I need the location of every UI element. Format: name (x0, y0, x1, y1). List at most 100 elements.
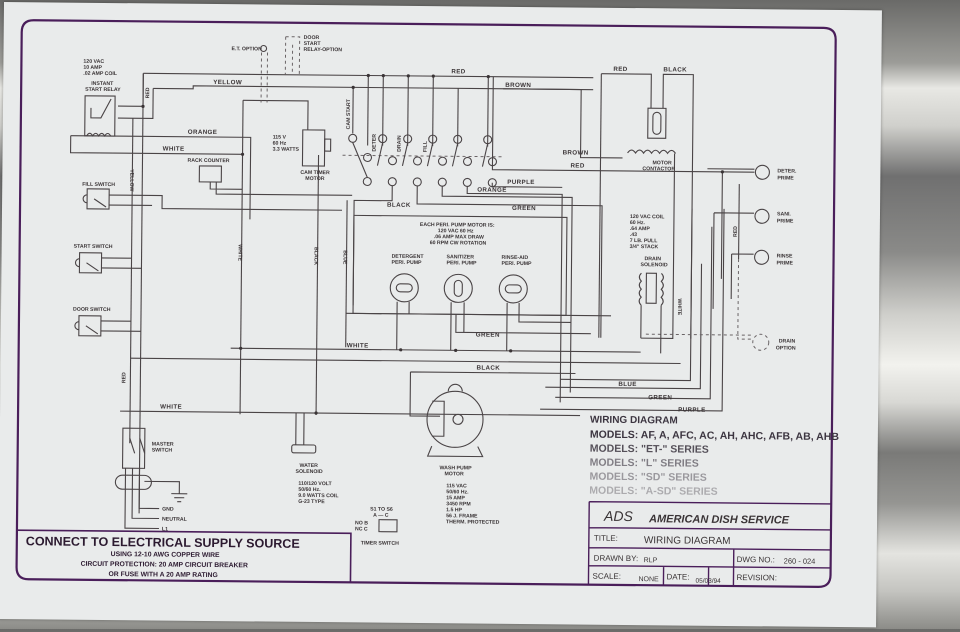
rack-counter-label: RACK COUNTER (187, 158, 229, 164)
models-line-3: MODELS: "L" SERIES (590, 457, 699, 470)
svg-text:PERI. PUMP: PERI. PUMP (446, 260, 477, 266)
rinse-prime: RINSE PRIME (754, 249, 794, 267)
dwg-value: 260 - 024 (784, 557, 816, 566)
svg-text:RINSE-AID: RINSE-AID (502, 255, 529, 261)
svg-text:PRIME: PRIME (777, 218, 794, 224)
svg-text:RINSE: RINSE (777, 253, 793, 259)
svg-text:A — C: A — C (373, 513, 389, 519)
svg-text:.64 AMP: .64 AMP (630, 226, 651, 232)
svg-text:3450 RPM: 3450 RPM (446, 501, 471, 507)
svg-text:INSTANT: INSTANT (91, 81, 114, 87)
et-option: E.T. OPTION (232, 44, 269, 103)
wire-label-black-low: BLACK (476, 365, 500, 372)
svg-text:60 Hz: 60 Hz (273, 141, 287, 147)
date-label: DATE: (666, 572, 689, 581)
svg-text:NO B: NO B (355, 520, 368, 526)
svg-text:9.0 WATTS COIL: 9.0 WATTS COIL (298, 493, 339, 499)
models-line-4: MODELS: "SD" SERIES (589, 471, 706, 484)
wire-label-black-vert: BLACK (312, 247, 318, 265)
wire-label-red-left: RED (145, 87, 151, 98)
svg-text:PERI. PUMP: PERI. PUMP (391, 260, 422, 266)
cam-timer-motor: 115 V 60 Hz 3.3 WATTS CAM TIMER MOTOR (273, 129, 332, 182)
models-line-5: MODELS: "A-SD" SERIES (589, 485, 717, 498)
svg-text:START RELAY: START RELAY (85, 87, 121, 93)
svg-text:E.T. OPTION: E.T. OPTION (232, 46, 263, 52)
wire-label-green-low: GREEN (476, 332, 500, 339)
svg-text:115 V: 115 V (273, 135, 287, 141)
fill-switch: FILL SWITCH (82, 182, 115, 210)
sanitizer-peri-pump: SANITIZER PERI. PUMP (443, 254, 477, 351)
door-switch: DOOR SWITCH (73, 307, 111, 337)
wire-label-orange-mid: ORANGE (477, 187, 507, 194)
wire-label-green-bottom: GREEN (648, 394, 672, 401)
start-switch: START SWITCH (74, 244, 113, 274)
wire-label-yellow-left: YELLOW (128, 169, 134, 191)
wire-label-red-top: RED (451, 68, 465, 75)
svg-text:120 VAC COIL: 120 VAC COIL (630, 214, 665, 220)
svg-text:SOLENOID: SOLENOID (640, 262, 667, 268)
wire-label-white-low: WHITE (347, 342, 369, 349)
drawn-value: RLP (644, 557, 658, 564)
svg-text:RELAY-OPTION: RELAY-OPTION (304, 47, 343, 53)
svg-text:MOTOR: MOTOR (305, 176, 325, 182)
detergent-peri-pump: DETERGENT PERI. PUMP (389, 254, 424, 350)
wire-label-red-vert-left: RED (121, 372, 127, 383)
deter-prime: DETER. PRIME (754, 164, 797, 182)
wire-label-red-vert-right: RED (733, 226, 739, 237)
svg-text:OPTION: OPTION (776, 345, 796, 351)
cam-label-drain: DRAIN (397, 135, 403, 152)
rack-counter (198, 165, 222, 183)
svg-text:NEUTRAL: NEUTRAL (162, 517, 188, 523)
models-line-1: MODELS: AF, A, AFC, AC, AH, AHC, AFB, AB… (590, 429, 840, 443)
wire-label-blue-vert: BLUE (341, 250, 347, 265)
svg-text:START: START (304, 41, 322, 47)
svg-text:G-23 TYPE: G-23 TYPE (298, 499, 325, 505)
wiring-diagram-sheet: RED YELLOW BROWN RED YELLOW ORANGE WHITE… (0, 2, 882, 628)
title-label: TITLE: (594, 534, 618, 543)
svg-text:1.5 HP: 1.5 HP (446, 507, 462, 513)
scale-label: SCALE: (592, 572, 621, 581)
svg-text:S1 TO S6: S1 TO S6 (370, 507, 393, 513)
company-name: AMERICAN DISH SERVICE (648, 513, 790, 526)
dwg-label: DWG NO.: (737, 555, 775, 564)
svg-text:DRAIN: DRAIN (645, 256, 662, 262)
svg-text:SANI.: SANI. (777, 211, 791, 217)
svg-text:EACH PERI. PUMP MOTOR IS:: EACH PERI. PUMP MOTOR IS: (420, 222, 495, 229)
models-line-2: MODELS: "ET-" SERIES (590, 443, 709, 456)
drain-solenoid: 120 VAC COIL 60 Hz. .64 AMP .43 7 LB. PU… (630, 214, 668, 354)
svg-text:50/60 Hz.: 50/60 Hz. (446, 489, 469, 495)
wire-label-purple-mid: PURPLE (507, 179, 535, 186)
wire-label-red-contactor: RED (613, 66, 627, 73)
wire-label-blue-low: BLUE (618, 381, 637, 388)
door-start-relay-option: DOOR START RELAY-OPTION (284, 35, 343, 75)
svg-text:MASTER: MASTER (152, 441, 174, 447)
instant-start-relay: 120 VAC 10 AMP .02 AMP COIL INSTANT STAR… (83, 59, 121, 138)
wire-label-white-vert-right: WHITE (676, 298, 682, 315)
svg-text:110/120 VOLT: 110/120 VOLT (298, 481, 332, 487)
svg-text:120 VAC 60 Hz: 120 VAC 60 Hz (438, 228, 474, 234)
wash-pump-motor: WASH PUMP MOTOR 115 VAC 50/60 Hz. 15 AMP… (426, 383, 500, 526)
wire-label-brown-top: BROWN (505, 82, 531, 89)
svg-text:CONTACTOR: CONTACTOR (642, 166, 675, 172)
svg-text:.02 AMP COIL: .02 AMP COIL (83, 71, 118, 77)
peri-pump-assembly: EACH PERI. PUMP MOTOR IS: 120 VAC 60 Hz … (352, 214, 571, 351)
wire-label-black-mid: BLACK (387, 202, 411, 209)
svg-text:50/60 Hz.: 50/60 Hz. (298, 487, 321, 493)
models-block: WIRING DIAGRAM MODELS: AF, A, AFC, AC, A… (589, 415, 840, 498)
svg-text:DETER.: DETER. (777, 168, 797, 174)
revision-label: REVISION: (736, 573, 777, 582)
sani-prime: SANI. PRIME (754, 208, 794, 225)
svg-text:MOTOR: MOTOR (652, 160, 672, 166)
svg-text:60 Hz.: 60 Hz. (630, 220, 646, 226)
wire-label-green-mid: GREEN (512, 205, 536, 212)
supply-heading: CONNECT TO ELECTRICAL SUPPLY SOURCE (26, 534, 300, 551)
svg-text:PRIME: PRIME (776, 260, 793, 266)
svg-text:PRIME: PRIME (777, 175, 794, 181)
rinse-aid-peri-pump: RINSE-AID PERI. PUMP (498, 255, 571, 351)
svg-text:DRAIN: DRAIN (779, 338, 796, 344)
cam-label-start: CAM START (346, 98, 352, 129)
svg-text:WATER: WATER (300, 463, 319, 469)
master-switch: MASTER SWITCH GND NEUTRAL L1 (114, 427, 188, 533)
timer-switch: S1 TO S6 A — C NO B NC C TIMER SWITCH (355, 507, 399, 547)
wire-label-orange: ORANGE (188, 129, 218, 136)
